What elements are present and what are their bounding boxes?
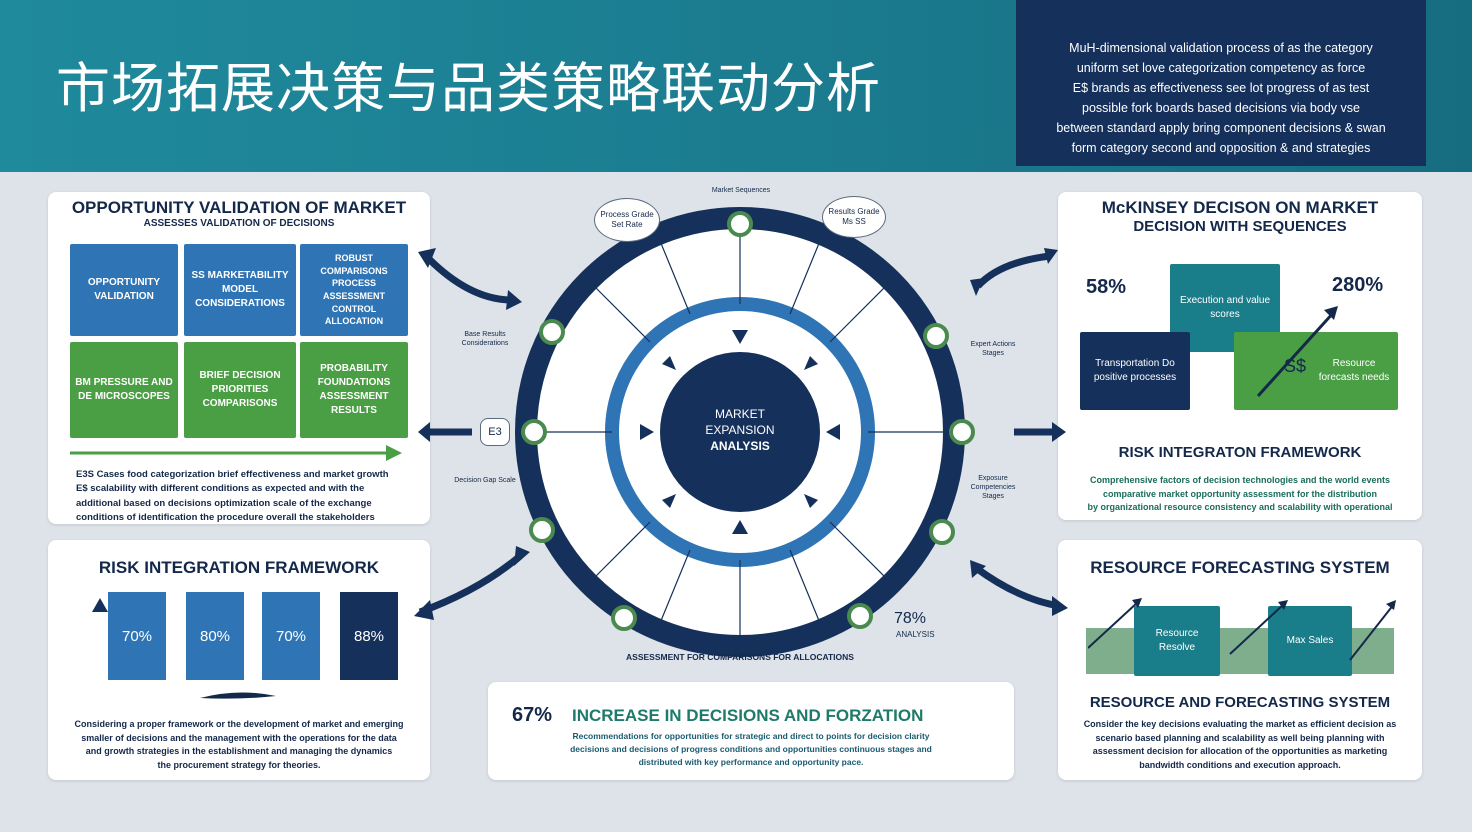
hub-label: MARKET EXPANSION ANALYSIS	[660, 406, 820, 455]
body-line: by organizational resource consistency a…	[1087, 502, 1393, 512]
risk-body: Considering a proper framework or the de…	[68, 718, 410, 772]
opportunity-tile: PROBABILITY FOUNDATIONS ASSESSMENT RESUL…	[300, 342, 408, 438]
body-line: bandwidth conditions and execution appro…	[1139, 759, 1341, 770]
mckinsey-green-box: Resource forecasts needs	[1234, 332, 1398, 410]
risk-card-title: RISK INTEGRATION FRAMEWORK	[98, 558, 380, 577]
increase-pct: 67%	[512, 704, 553, 726]
body-line: Consider the key decisions evaluating th…	[1083, 719, 1397, 729]
body-line: Considering a proper framework or the de…	[74, 719, 404, 729]
body-line: the procurement strategy for theories.	[157, 759, 321, 770]
header-note-line: possible fork boards based decisions via…	[1082, 101, 1360, 115]
header-note-panel: MuH-dimensional validation process of as…	[1016, 0, 1426, 166]
header-note-line: form category second and opposition & an…	[1071, 141, 1371, 155]
body-line: and growth strategies in the establishme…	[85, 746, 393, 756]
opportunity-tile: ROBUST COMPARISONS PROCESS ASSESSMENT CO…	[300, 244, 408, 336]
header-note-line: uniform set love categorization competen…	[1076, 61, 1366, 75]
opportunity-body: E3S Cases food categorization brief effe…	[76, 468, 406, 525]
growth-arrow-icon	[1256, 306, 1338, 398]
ship-icon	[200, 692, 276, 699]
mckinsey-pct-left: 58%	[1086, 276, 1127, 298]
wheel-side-right-1: Expert Actions Stages	[970, 341, 1016, 358]
page-title: 市场拓展决策与品类策略联动分析	[56, 57, 881, 120]
risk-bar: 80%	[186, 592, 244, 680]
opportunity-tile: BRIEF DECISION PRIORITIES COMPARISONS	[184, 342, 296, 438]
resource-card: RESOURCE FORECASTING SYSTEM Resource Res…	[1058, 540, 1422, 780]
body-line: smaller of decisions and the management …	[81, 732, 397, 743]
resource-box-right: Max Sales	[1268, 606, 1352, 676]
increase-card: 67% INCREASE IN DECISIONS AND FORZATION …	[488, 682, 1014, 780]
body-line: Recommendations for opportunities for st…	[572, 731, 930, 741]
increase-body: Recommendations for opportunities for st…	[504, 730, 998, 768]
body-line: comparative market opportunity assessmen…	[1102, 488, 1378, 499]
wheel-bottom-label: ASSESSMENT FOR COMPARISONS FOR ALLOCATIO…	[626, 652, 854, 662]
mckinsey-pct-right: 280%	[1332, 274, 1384, 296]
resource-box-left: Resource Resolve	[1134, 606, 1220, 676]
risk-card-left: RISK INTEGRATION FRAMEWORK 70% 80% 70% 8…	[48, 540, 430, 780]
body-line: decisions and decisions of progress cond…	[570, 743, 932, 754]
body-line: distributed with key performance and opp…	[638, 756, 864, 767]
opportunity-tile: SS MARKETABILITY MODEL CONSIDERATIONS	[184, 244, 296, 336]
wheel-bottom-right-figure: 78%	[894, 610, 927, 627]
opportunity-tile: BM PRESSURE AND DE MICROSCOPES	[70, 342, 178, 438]
wheel-bottom-right-sub: ANALYSIS	[896, 630, 935, 639]
wheel-bubble-right: Results Grade Ms SS	[822, 196, 886, 238]
header-note-line: E$ brands as effectiveness see lot progr…	[1072, 81, 1370, 95]
market-wheel	[515, 207, 975, 657]
resource-card-title: RESOURCE FORECASTING SYSTEM	[1090, 558, 1390, 577]
opportunity-card-title: OPPORTUNITY VALIDATION OF MARKET	[71, 198, 407, 217]
mckinsey-navy-box: Transportation Do positive processes	[1080, 332, 1190, 410]
body-line: scenario based planning and scalability …	[1095, 732, 1385, 743]
wheel-side-left-1: Base Results Considerations	[461, 331, 509, 348]
up-arrow-icon	[92, 598, 108, 612]
header-note-line: MuH-dimensional validation process of as…	[1069, 41, 1373, 55]
mckinsey-title-line1: McKINSEY DECISON ON MARKET	[1101, 198, 1379, 217]
opportunity-card: OPPORTUNITY VALIDATION OF MARKET ASSESSE…	[48, 192, 430, 524]
opportunity-tile: OPPORTUNITY VALIDATION	[70, 244, 178, 336]
header-note-line: between standard apply bring component d…	[1056, 121, 1386, 135]
risk-bar: 70%	[108, 592, 166, 680]
resource-body: Consider the key decisions evaluating th…	[1072, 718, 1408, 772]
mckinsey-title-line2: DECISION WITH SEQUENCES	[1133, 218, 1347, 235]
resource-arrows-icon	[1088, 598, 1396, 661]
risk-bar: 88%	[340, 592, 398, 680]
opportunity-card-subtitle: ASSESSES VALIDATION OF DECISIONS	[143, 218, 335, 229]
body-line: E3S Cases food categorization brief effe…	[76, 469, 389, 480]
progress-arrow-icon	[70, 445, 402, 461]
mckinsey-body: Comprehensive factors of decision techno…	[1072, 474, 1408, 515]
wheel-left-node-label: E3	[480, 418, 510, 446]
mckinsey-subtitle: RISK INTEGRATON FRAMEWORK	[1118, 444, 1362, 461]
hub-line: ANALYSIS	[710, 439, 770, 454]
wheel-bubble-left: Process Grade Set Rate	[594, 198, 660, 242]
wheel-side-left-2: Decision Gap Scale	[454, 477, 516, 484]
wheel-side-right-2: Exposure Competencies Stages	[970, 475, 1016, 501]
mckinsey-s-label: S$	[1284, 356, 1307, 376]
risk-bar: 70%	[262, 592, 320, 680]
body-line: conditions of identification the procedu…	[76, 511, 375, 523]
body-line: Comprehensive factors of decision techno…	[1089, 475, 1391, 485]
hub-line: EXPANSION	[705, 423, 775, 438]
body-line: additional based on decisions optimizati…	[76, 497, 372, 509]
wheel-top-label: Market Sequences	[711, 187, 771, 194]
mckinsey-card: McKINSEY DECISON ON MARKET DECISION WITH…	[1058, 192, 1422, 520]
body-line: E$ scalability with different conditions…	[76, 483, 365, 495]
hub-line: MARKET	[714, 407, 765, 421]
body-line: assessment decision for allocation of th…	[1092, 746, 1388, 756]
increase-headline: INCREASE IN DECISIONS AND FORZATION	[572, 706, 924, 725]
resource-subtitle: RESOURCE AND FORECASTING SYSTEM	[1089, 694, 1391, 711]
